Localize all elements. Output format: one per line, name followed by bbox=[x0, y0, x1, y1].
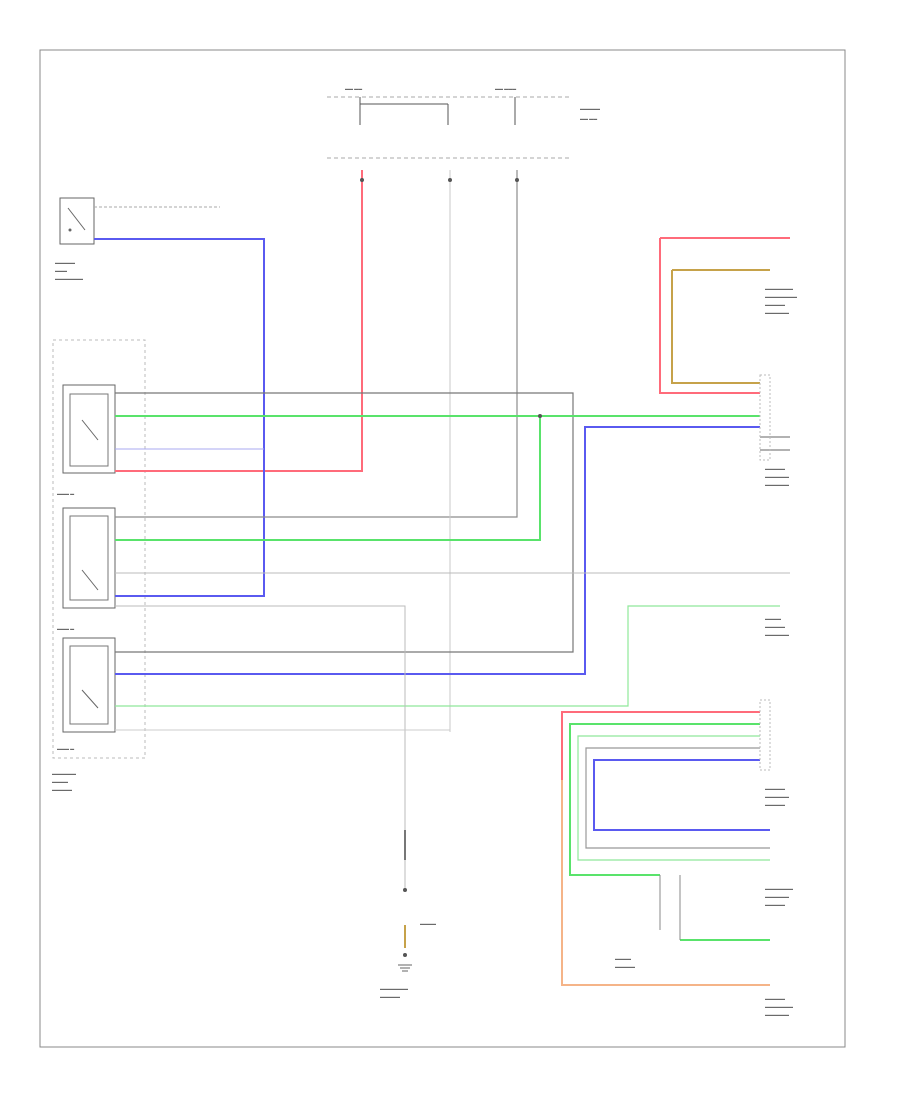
svg-text:▬▬▬▬▬: ▬▬▬▬▬ bbox=[765, 996, 785, 1001]
svg-text:▬▬▬▬: ▬▬▬▬ bbox=[52, 779, 68, 784]
wire-green-lower-2 bbox=[577, 735, 770, 861]
svg-text:▬▬ ▬▬▬: ▬▬ ▬▬▬ bbox=[495, 86, 516, 91]
ground-point bbox=[398, 964, 412, 972]
svg-text:▬▬▬ ▬: ▬▬▬ ▬ bbox=[57, 746, 74, 751]
svg-text:▬▬▬▬▬: ▬▬▬▬▬ bbox=[580, 106, 600, 111]
wire-green-relay3-motor bbox=[115, 605, 780, 707]
wire-gray-lower bbox=[585, 747, 770, 849]
fan-motor-1 bbox=[759, 699, 771, 771]
right-labels: ▬▬▬▬▬▬▬ ▬▬▬▬▬▬▬▬ ▬▬▬▬▬ ▬▬▬▬▬▬ ▬▬▬▬▬ ▬▬▬▬… bbox=[380, 286, 797, 1017]
relay-block-frame bbox=[52, 339, 146, 759]
svg-text:▬▬▬▬▬: ▬▬▬▬▬ bbox=[380, 994, 400, 999]
wire-blue-relay3-ecm bbox=[115, 426, 760, 675]
svg-text:▬▬▬▬▬▬: ▬▬▬▬▬▬ bbox=[765, 482, 789, 487]
cooling-fan-switch: ▬▬▬▬▬ ▬▬▬ ▬▬▬▬▬▬▬ bbox=[55, 197, 220, 281]
svg-text:▬▬▬▬▬▬: ▬▬▬▬▬▬ bbox=[765, 894, 789, 899]
svg-text:▬▬▬▬▬▬: ▬▬▬▬▬▬ bbox=[765, 794, 789, 799]
svg-text:▬▬▬▬▬▬: ▬▬▬▬▬▬ bbox=[765, 310, 789, 315]
svg-text:▬▬▬▬▬: ▬▬▬▬▬ bbox=[765, 466, 785, 471]
svg-text:▬▬▬▬▬: ▬▬▬▬▬ bbox=[765, 302, 785, 307]
svg-text:▬▬▬▬▬: ▬▬▬▬▬ bbox=[765, 624, 785, 629]
wire-red-fuse-relay1 bbox=[115, 170, 363, 472]
diagram-frame bbox=[39, 49, 846, 1048]
wires bbox=[94, 170, 790, 986]
svg-text:▬▬▬▬: ▬▬▬▬ bbox=[420, 921, 436, 926]
svg-text:▬▬ ▬▬: ▬▬ ▬▬ bbox=[580, 116, 597, 121]
svg-text:▬▬▬ ▬: ▬▬▬ ▬ bbox=[57, 626, 74, 631]
wire-orange-lower bbox=[561, 780, 770, 986]
wire-gray-fuse-relay2 bbox=[115, 170, 518, 518]
wire-red-ecm-down bbox=[659, 238, 760, 394]
svg-text:▬▬▬▬▬▬▬: ▬▬▬▬▬▬▬ bbox=[765, 1004, 793, 1009]
svg-text:▬▬▬▬▬▬▬: ▬▬▬▬▬▬▬ bbox=[765, 286, 793, 291]
svg-text:▬▬▬▬▬: ▬▬▬▬▬ bbox=[765, 786, 785, 791]
wire-tan-ecm-down bbox=[671, 270, 760, 384]
wire-black-loop bbox=[115, 392, 574, 653]
svg-text:▬▬▬▬▬▬: ▬▬▬▬▬▬ bbox=[52, 771, 76, 776]
fan-relay-3: ▬▬▬ ▬ ▬▬▬▬▬▬ ▬▬▬▬ ▬▬▬▬▬ bbox=[52, 637, 116, 792]
fan-relay-1: ▬▬▬ ▬ bbox=[57, 384, 116, 496]
svg-text:▬▬▬▬▬▬: ▬▬▬▬▬▬ bbox=[765, 632, 789, 637]
fan-relay-2: ▬▬▬ ▬ bbox=[57, 507, 116, 631]
svg-text:▬▬▬▬▬: ▬▬▬▬▬ bbox=[52, 787, 72, 792]
svg-text:▬▬▬▬▬▬▬: ▬▬▬▬▬▬▬ bbox=[765, 886, 793, 891]
svg-text:▬▬▬ ▬: ▬▬▬ ▬ bbox=[57, 491, 74, 496]
wire-green-relay2 bbox=[115, 416, 541, 541]
svg-text:▬▬▬▬▬▬▬▬: ▬▬▬▬▬▬▬▬ bbox=[765, 294, 797, 299]
svg-text:▬▬▬▬▬▬: ▬▬▬▬▬▬ bbox=[765, 1012, 789, 1017]
svg-text:▬▬▬▬: ▬▬▬▬ bbox=[615, 956, 631, 961]
wire-green-lower-1 bbox=[569, 723, 760, 876]
svg-text:▬▬ ▬▬: ▬▬ ▬▬ bbox=[345, 86, 362, 91]
svg-text:▬▬▬▬▬: ▬▬▬▬▬ bbox=[55, 260, 75, 265]
wire-gray-relay2-down bbox=[115, 605, 406, 890]
svg-text:▬▬▬▬▬▬▬: ▬▬▬▬▬▬▬ bbox=[55, 276, 83, 281]
svg-text:▬▬▬▬: ▬▬▬▬ bbox=[765, 616, 781, 621]
wire-blue-lower bbox=[593, 759, 770, 831]
svg-text:▬▬▬▬▬▬: ▬▬▬▬▬▬ bbox=[765, 474, 789, 479]
svg-text:▬▬▬▬▬: ▬▬▬▬▬ bbox=[615, 964, 635, 969]
wire-blue-switch bbox=[94, 238, 265, 597]
engine-control-module bbox=[759, 374, 771, 461]
svg-text:▬▬▬▬▬: ▬▬▬▬▬ bbox=[765, 802, 785, 807]
top-fuse-block: ▬▬ ▬▬ ▬▬ ▬▬▬ ▬▬▬▬▬ ▬▬ ▬▬ bbox=[327, 86, 600, 159]
terminals bbox=[360, 178, 542, 957]
svg-text:▬▬▬▬▬: ▬▬▬▬▬ bbox=[765, 902, 785, 907]
svg-text:▬▬▬▬▬▬▬: ▬▬▬▬▬▬▬ bbox=[380, 986, 408, 991]
svg-text:▬▬▬: ▬▬▬ bbox=[55, 268, 67, 273]
